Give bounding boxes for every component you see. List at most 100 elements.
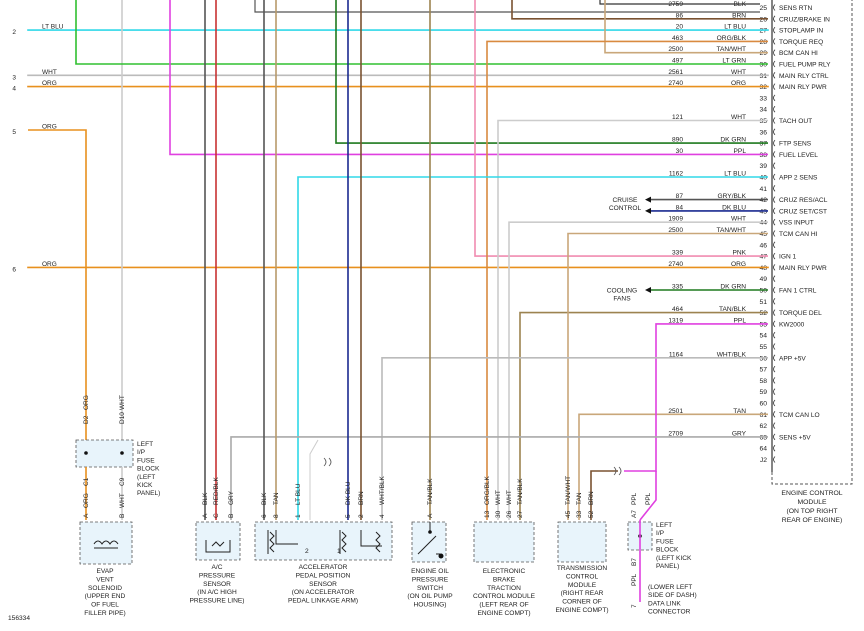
wire-color-label: TAN/WHT xyxy=(716,46,746,53)
ecm-pin-function: TCM CAN HI xyxy=(779,231,818,238)
dlc-label: CONNECTOR xyxy=(648,609,691,616)
evap-solenoid-box xyxy=(79,521,133,565)
wire-color-label: ORG xyxy=(731,261,746,268)
connector-pin-label: 6 xyxy=(261,514,268,518)
pin-terminal xyxy=(773,49,776,56)
pin-number: 31 xyxy=(759,73,767,80)
connector-pin-label: 27 xyxy=(517,510,524,518)
ecm-row: 55 xyxy=(759,343,776,351)
ecm-pin-function: CRUZ RES/ACL xyxy=(779,197,828,204)
app-sensor-label: ACCELERATOR xyxy=(299,564,348,571)
pin-terminal xyxy=(773,94,776,102)
ebtcm-label: ELECTRONIC xyxy=(483,568,526,575)
fuse-block-label: LEFT xyxy=(137,441,153,448)
pin-terminal xyxy=(773,72,776,79)
fuse-block-label: FUSE xyxy=(137,457,155,464)
oil-switch-label: PRESSURE xyxy=(412,576,449,583)
pin-terminal xyxy=(773,433,776,441)
cruise-control-label: CONTROL xyxy=(609,205,642,212)
tcm-label: CONTROL xyxy=(566,573,599,580)
wire-color-label: TAN/BLK xyxy=(719,306,747,313)
ecm-row: 57 xyxy=(759,365,776,374)
ecm-row: 64 xyxy=(759,444,776,453)
pin-terminal xyxy=(773,83,776,90)
wire-color-label: PNK xyxy=(732,250,746,257)
wire-color-label: WHT xyxy=(731,69,746,76)
pin-number: 44 xyxy=(759,220,767,227)
evap-solenoid-label: EVAP xyxy=(96,568,114,575)
wire-color-label: WHT xyxy=(119,395,126,410)
connector-pin-label: C9 xyxy=(119,477,126,486)
pin-number: 41 xyxy=(759,186,767,193)
ecm-row: 36 xyxy=(759,128,776,136)
ecm-row: 59 xyxy=(759,388,776,396)
ecm-pin-function: MAIN RLY CTRL xyxy=(779,73,829,80)
wire-orgblk-28 xyxy=(486,40,768,520)
fuse-block-label: (LEFT KICK xyxy=(656,555,692,562)
wire-color-label: ORG xyxy=(42,80,57,87)
ecm-pin-function: TORQUE REQ xyxy=(779,39,823,46)
pin-number: 63 xyxy=(759,434,767,441)
tcm-label: MODULE xyxy=(568,582,597,589)
fuse-block-label: PANEL) xyxy=(137,490,160,497)
ecm-pin-function: IGN 1 xyxy=(779,254,797,261)
ac-sensor-label: PRESSURE LINE) xyxy=(190,598,245,605)
pin-number: 52 xyxy=(759,310,767,317)
pin-number: 50 xyxy=(759,288,767,295)
wire-color-label: DK GRN xyxy=(720,137,746,144)
pin-number: 64 xyxy=(759,446,767,453)
pin-terminal xyxy=(773,399,776,407)
wire-gry-top xyxy=(254,0,760,13)
page-ref-number: 2 xyxy=(12,29,16,36)
circuit-number: 2740 xyxy=(668,261,683,268)
wire-color-label: BRN xyxy=(588,491,595,505)
pin-terminal xyxy=(773,252,776,260)
wire-color-label: TAN/BLK xyxy=(427,478,434,505)
pin-terminal xyxy=(773,139,776,147)
figure-id: 156334 xyxy=(8,615,30,622)
pin-number: 59 xyxy=(759,389,767,396)
ecm-pin-function: CRUZ/BRAKE IN xyxy=(779,16,830,23)
ebtcm-label: CONTROL MODULE xyxy=(473,593,536,600)
cooling-fans-label: COOLING xyxy=(607,288,637,295)
page-ref-number: 5 xyxy=(12,129,16,136)
pin-terminal xyxy=(773,241,776,249)
connector-pin-label: A7 xyxy=(631,510,638,518)
ecm-pin-function: APP 2 SENS xyxy=(779,175,818,182)
dlc-label: (LOWER LEFT xyxy=(648,584,692,591)
pin-number: 25 xyxy=(759,5,767,12)
pin-number: 48 xyxy=(759,265,767,272)
wire-color-label: TAN xyxy=(273,492,280,505)
circuit-number: 339 xyxy=(672,250,683,257)
pin-number: 49 xyxy=(759,276,767,283)
pin-number: 27 xyxy=(759,28,767,35)
wire-color-label: ORG xyxy=(83,493,90,508)
ecm-pin-function: FUEL LEVEL xyxy=(779,152,818,159)
pin-number: 28 xyxy=(759,39,767,46)
wire-color-label: BLK xyxy=(202,492,209,505)
fans-arrow xyxy=(645,287,651,293)
wire-color-label: DK GRN xyxy=(720,284,746,291)
evap-solenoid-label: (UPPER END xyxy=(85,593,126,600)
wire-ltgrn-30 xyxy=(75,0,768,65)
circuit-number: 463 xyxy=(672,35,683,42)
wire-color-label: WHT xyxy=(506,490,513,505)
evap-solenoid-label: FILLER PIPE) xyxy=(84,610,125,617)
tcm-label: CORNER OF xyxy=(562,599,602,606)
pin-number: 26 xyxy=(759,16,767,23)
wire-color-label: PPL xyxy=(734,317,747,324)
ecm-row: 58 xyxy=(759,377,776,385)
dlc-label: DATA LINK xyxy=(648,600,681,607)
wire-color-label: ORG xyxy=(42,261,57,268)
pin-number: 60 xyxy=(759,401,767,408)
cruise-arrow xyxy=(645,207,651,214)
fuse-link-dot xyxy=(84,451,88,455)
